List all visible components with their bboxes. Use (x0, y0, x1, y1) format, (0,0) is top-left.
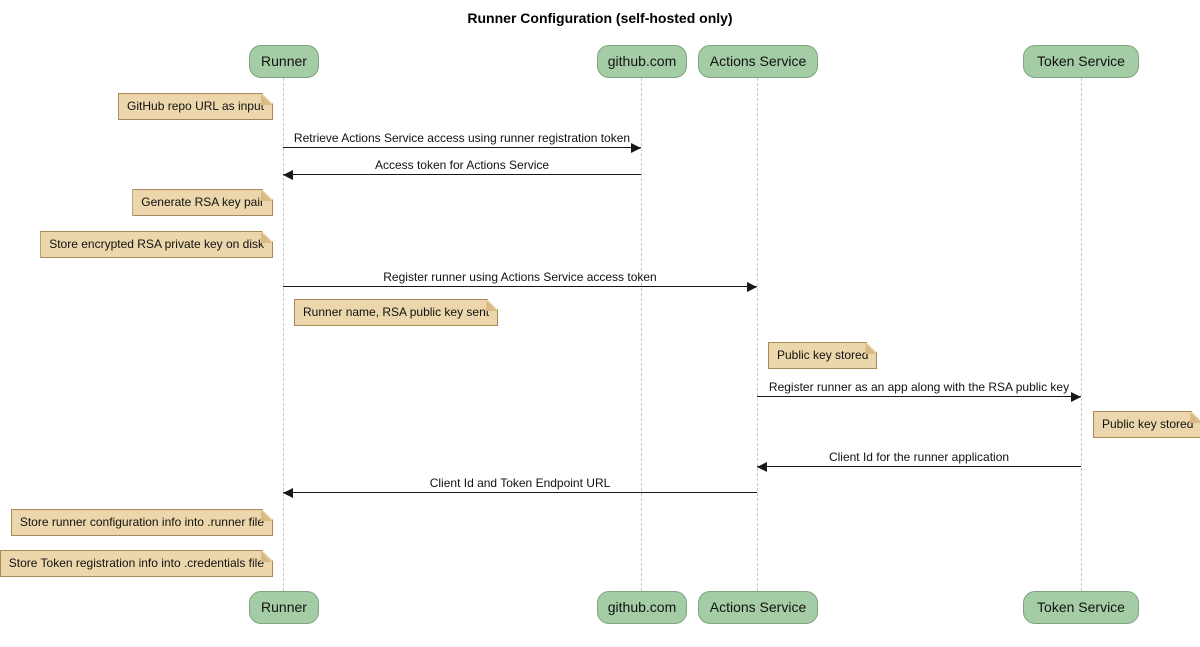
note-store-runner-configuration: Store runner configuration info into .ru… (11, 509, 273, 536)
note-runner-name-rsa-public-key-sent: Runner name, RSA public key sent (294, 299, 498, 326)
message-1-line (283, 147, 641, 149)
message-2-line (283, 174, 641, 176)
message-3-line (283, 286, 757, 288)
note-public-key-stored-token-service: Public key stored (1093, 411, 1200, 438)
lifeline-runner (283, 78, 284, 591)
message-4-line (757, 396, 1081, 398)
participant-runner-bottom: Runner (249, 591, 319, 624)
lifeline-token-service (1081, 78, 1082, 591)
diagram-title: Runner Configuration (self-hosted only) (467, 10, 733, 26)
message-5-line (757, 466, 1081, 468)
arrowhead-right-icon (631, 143, 641, 153)
participant-actions-service-top: Actions Service (698, 45, 818, 78)
arrowhead-right-icon (747, 282, 757, 292)
lifeline-actions-service (757, 78, 758, 591)
participant-runner-top: Runner (249, 45, 319, 78)
note-store-token-registration: Store Token registration info into .cred… (0, 550, 273, 577)
participant-github-bottom: github.com (597, 591, 687, 624)
participant-token-service-bottom: Token Service (1023, 591, 1139, 624)
message-6-label: Client Id and Token Endpoint URL (429, 476, 611, 490)
participant-github-top: github.com (597, 45, 687, 78)
message-3-label: Register runner using Actions Service ac… (383, 270, 657, 284)
note-generate-rsa-key-pair: Generate RSA key pair (132, 189, 273, 216)
note-public-key-stored-actions-service: Public key stored (768, 342, 877, 369)
arrowhead-left-icon (283, 488, 293, 498)
note-store-encrypted-rsa-private-key: Store encrypted RSA private key on disk (40, 231, 273, 258)
participant-actions-service-bottom: Actions Service (698, 591, 818, 624)
participant-token-service-top: Token Service (1023, 45, 1139, 78)
arrowhead-left-icon (757, 462, 767, 472)
message-4-label: Register runner as an app along with the… (768, 380, 1070, 394)
message-2-label: Access token for Actions Service (374, 158, 550, 172)
arrowhead-left-icon (283, 170, 293, 180)
note-github-repo-url-as-input: GitHub repo URL as input (118, 93, 273, 120)
arrowhead-right-icon (1071, 392, 1081, 402)
message-5-label: Client Id for the runner application (828, 450, 1010, 464)
message-1-label: Retrieve Actions Service access using ru… (293, 131, 631, 145)
message-6-line (283, 492, 757, 494)
lifeline-github (641, 78, 642, 591)
